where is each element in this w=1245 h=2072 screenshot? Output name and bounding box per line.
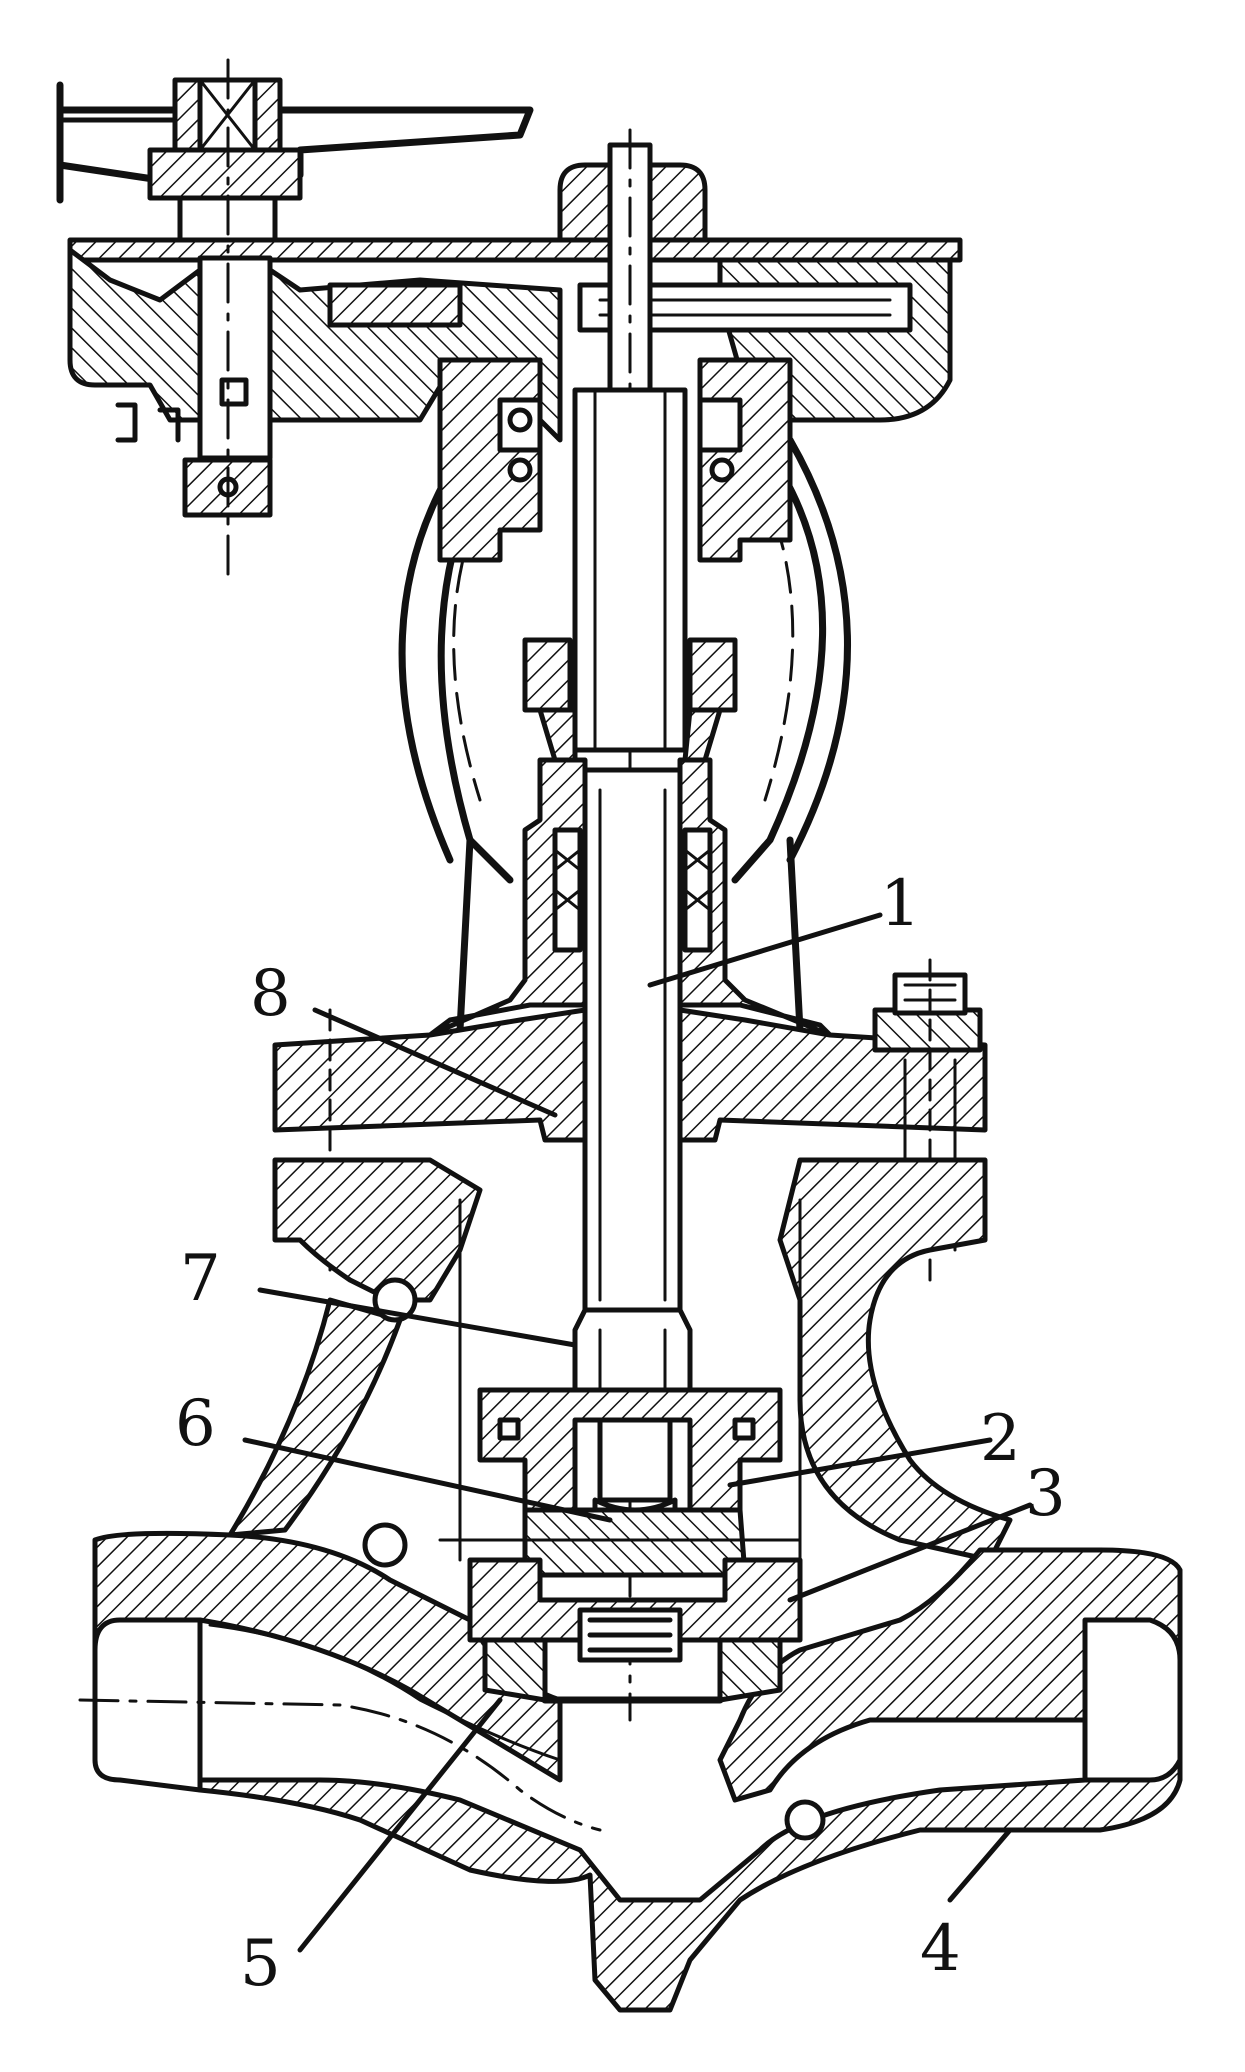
callout-7: 7 — [180, 1242, 221, 1316]
callout-5: 5 — [240, 1927, 281, 2001]
callout-6: 6 — [175, 1387, 216, 1461]
leader-6 — [242, 1437, 613, 1523]
callout-2: 2 — [980, 1402, 1021, 1476]
disc-assembly — [438, 1198, 803, 1704]
leader-lines — [242, 912, 1033, 1953]
leader-8 — [312, 1007, 558, 1118]
callout-3: 3 — [1025, 1457, 1066, 1531]
valve-body — [78, 1157, 1183, 2013]
leader-7 — [257, 1287, 578, 1348]
callout-8: 8 — [250, 957, 291, 1031]
valve-stem — [537, 128, 723, 1722]
bearing-housing — [437, 357, 793, 713]
callout-1: 1 — [880, 867, 921, 941]
callout-labels: 1 2 3 4 5 6 7 8 — [175, 867, 1066, 2001]
leader-2 — [727, 1437, 993, 1488]
leader-4 — [947, 1827, 1013, 1903]
callout-4: 4 — [920, 1912, 961, 1986]
leader-3 — [787, 1502, 1033, 1603]
leader-1 — [647, 912, 883, 988]
leader-5 — [297, 1697, 503, 1953]
